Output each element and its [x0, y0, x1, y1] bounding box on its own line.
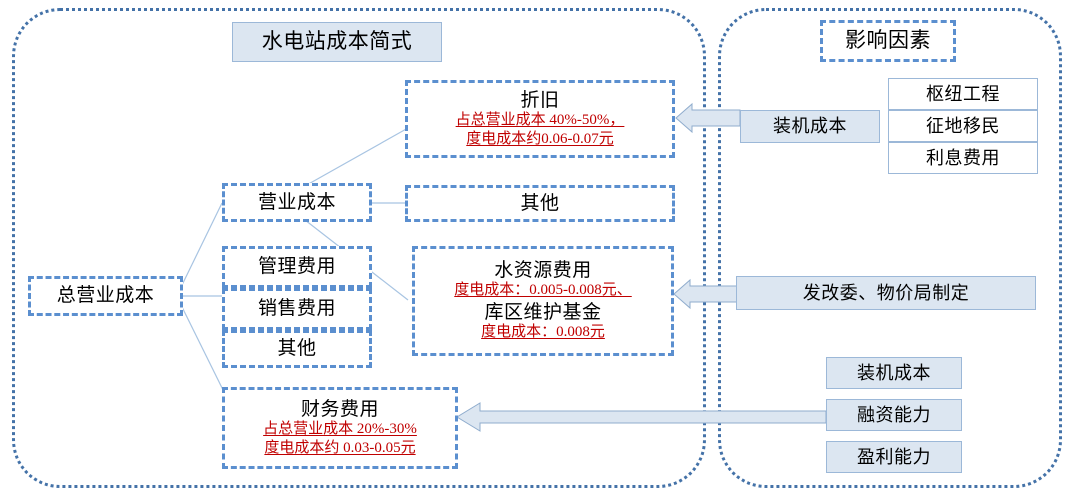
- node-other-left[interactable]: 其他: [222, 330, 372, 368]
- node-depreciation[interactable]: 折旧 占总营业成本 40%-50%， 度电成本约0.06-0.07元: [405, 80, 675, 158]
- node-interest-expense[interactable]: 利息费用: [888, 142, 1038, 174]
- node-land-acquisition-resettlement[interactable]: 征地移民: [888, 110, 1038, 142]
- node-total-operating-cost[interactable]: 总营业成本: [28, 276, 183, 316]
- node-operating-cost[interactable]: 营业成本: [222, 183, 372, 222]
- left-panel-border: [12, 8, 706, 488]
- node-other-right[interactable]: 其他: [405, 185, 675, 222]
- right-panel-title: 影响因素: [820, 20, 956, 62]
- node-management-fee[interactable]: 管理费用: [222, 246, 372, 288]
- node-factor-installed-cost[interactable]: 装机成本: [826, 357, 962, 389]
- node-installed-cost[interactable]: 装机成本: [740, 110, 880, 143]
- node-policy-maker[interactable]: 发改委、物价局制定: [736, 276, 1036, 310]
- left-panel-title: 水电站成本简式: [232, 22, 442, 62]
- right-panel-border: [718, 8, 1062, 488]
- node-factor-profitability[interactable]: 盈利能力: [826, 441, 962, 473]
- node-factor-financing-ability[interactable]: 融资能力: [826, 399, 962, 431]
- node-sales-fee[interactable]: 销售费用: [222, 288, 372, 330]
- node-financial-fee[interactable]: 财务费用 占总营业成本 20%-30% 度电成本约 0.03-0.05元: [222, 387, 458, 469]
- node-hub-project[interactable]: 枢纽工程: [888, 78, 1038, 110]
- node-water-resource-fee[interactable]: 水资源费用 度电成本：0.005-0.008元、 库区维护基金 度电成本：0.0…: [412, 246, 674, 356]
